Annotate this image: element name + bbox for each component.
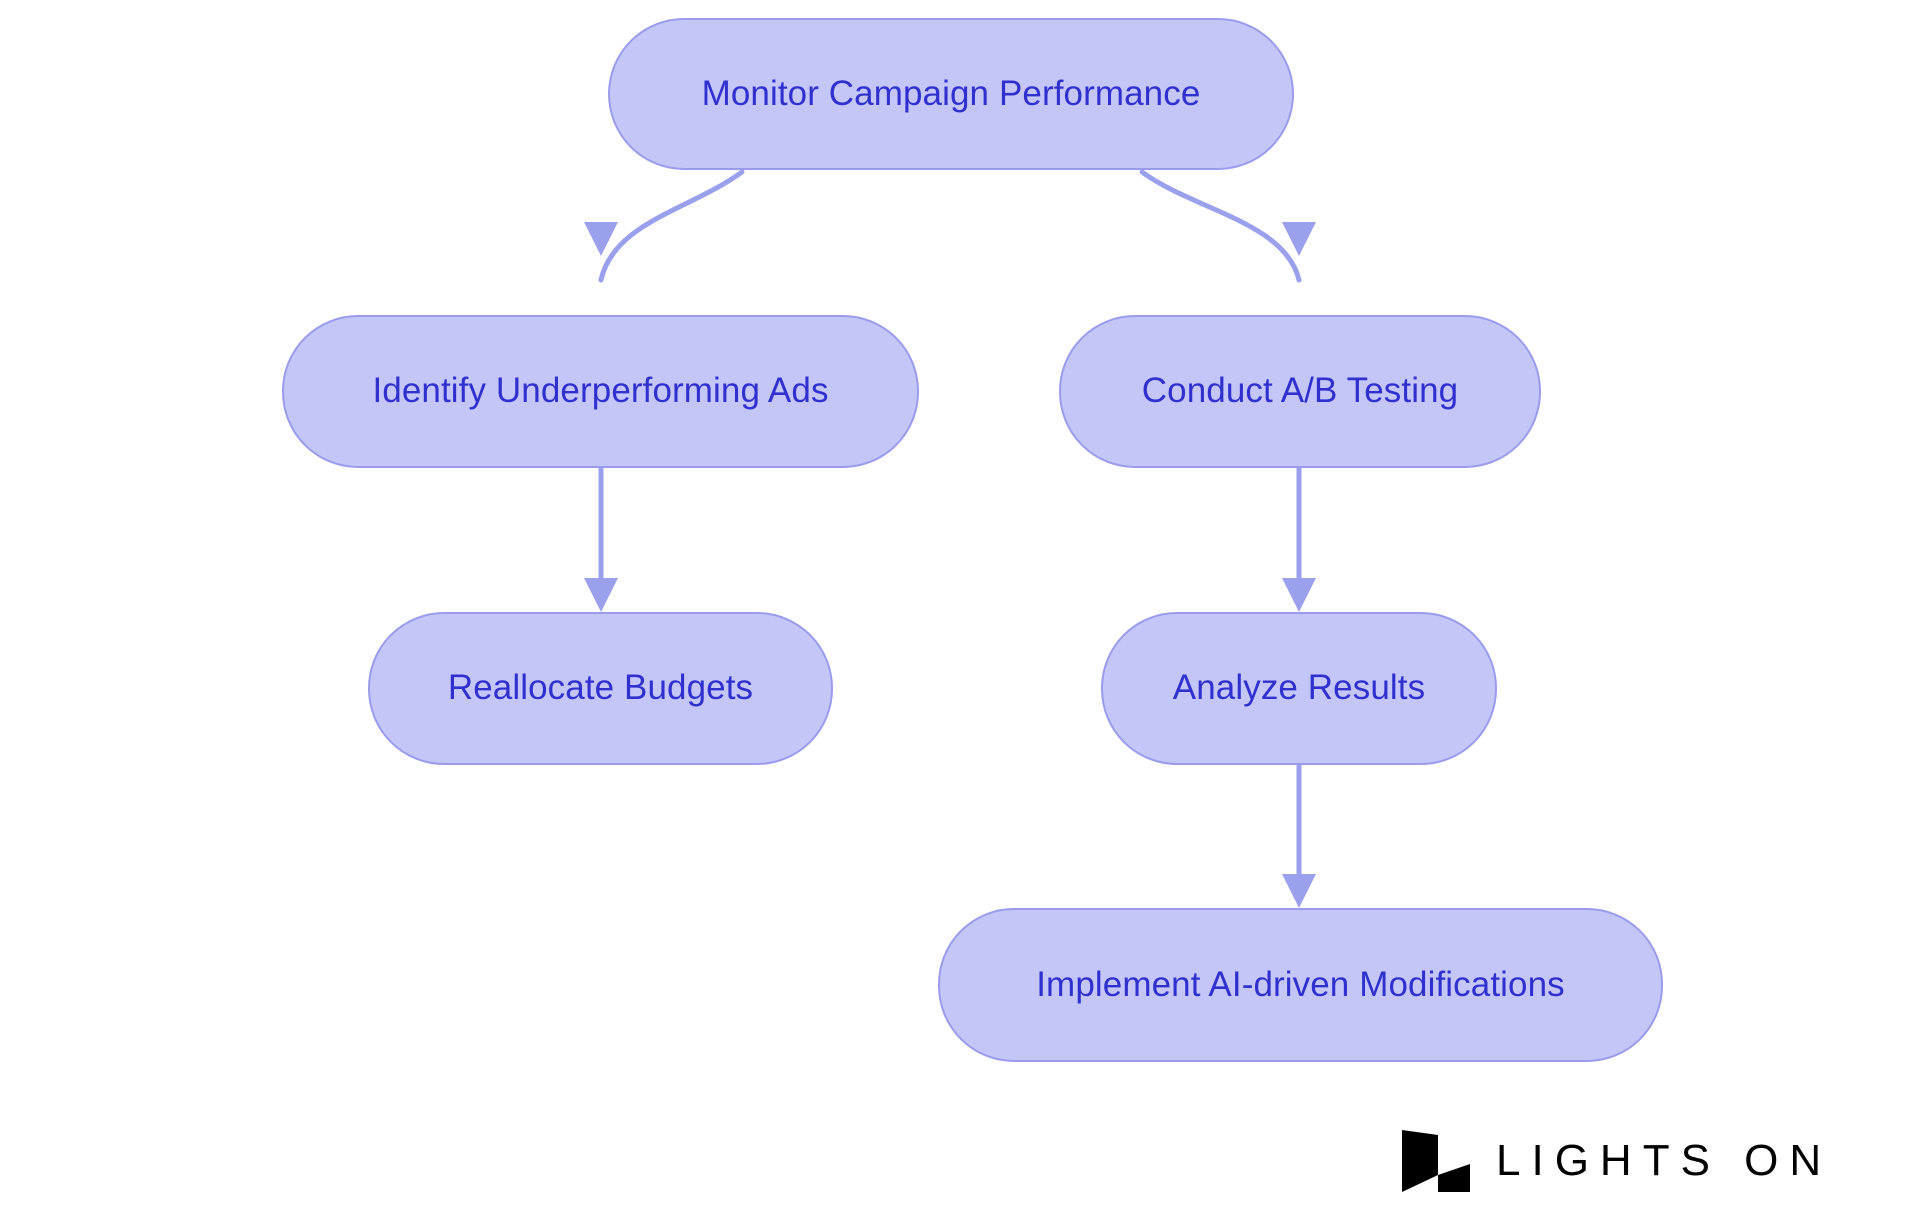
brand-logo: LIGHTS ON bbox=[1398, 1130, 1832, 1192]
edge-monitor-to-abtest bbox=[1139, 169, 1316, 283]
node-label: Implement AI-driven Modifications bbox=[1036, 964, 1565, 1004]
node-label: Monitor Campaign Performance bbox=[701, 73, 1201, 113]
node-identify-underperforming-ads[interactable]: Identify Underperforming Ads bbox=[282, 315, 919, 468]
node-label: Identify Underperforming Ads bbox=[372, 371, 829, 411]
edge-abtest-to-analyze bbox=[1282, 468, 1316, 612]
lights-on-mark-icon bbox=[1402, 1130, 1470, 1192]
edge-analyze-to-implement bbox=[1282, 765, 1316, 908]
node-label: Reallocate Budgets bbox=[447, 668, 754, 708]
node-conduct-ab-testing[interactable]: Conduct A/B Testing bbox=[1059, 315, 1541, 468]
node-label: Conduct A/B Testing bbox=[1141, 371, 1459, 411]
edge-monitor-to-identify bbox=[584, 169, 745, 283]
logo-wordmark: LIGHTS ON bbox=[1496, 1136, 1833, 1185]
node-implement-ai-driven-modifications[interactable]: Implement AI-driven Modifications bbox=[938, 908, 1663, 1062]
node-analyze-results[interactable]: Analyze Results bbox=[1101, 612, 1497, 765]
node-label: Analyze Results bbox=[1172, 668, 1426, 708]
edge-identify-to-reallocate bbox=[584, 468, 618, 612]
node-reallocate-budgets[interactable]: Reallocate Budgets bbox=[368, 612, 833, 765]
node-monitor-campaign-performance[interactable]: Monitor Campaign Performance bbox=[608, 18, 1294, 170]
